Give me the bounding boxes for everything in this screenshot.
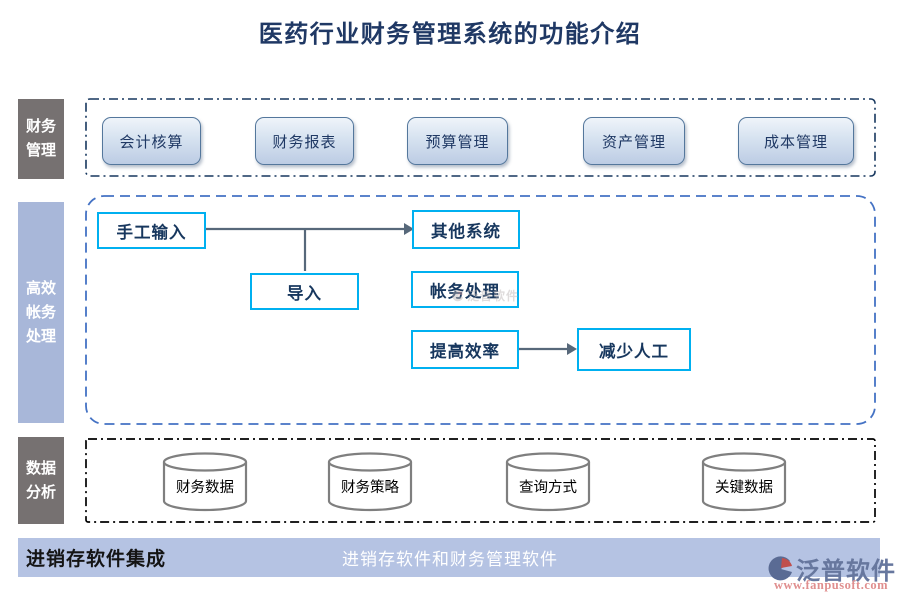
cylinder-shape	[327, 452, 413, 512]
database-cylinder-key-data: 关键数据	[701, 452, 787, 514]
flow-node-less-labor: 减少人工	[577, 328, 691, 371]
brand-name: 泛普软件	[796, 558, 896, 585]
section-label-processing: 高效帐务处理	[18, 202, 64, 423]
footer-bar	[18, 538, 880, 577]
feature-button-budget-management: 预算管理	[407, 117, 508, 165]
page-title: 医药行业财务管理系统的功能介绍	[258, 22, 642, 48]
database-cylinder-financial-strategy: 财务策略	[327, 452, 413, 514]
brand-logo-icon	[768, 555, 792, 580]
database-cylinder-query-methods: 查询方式	[505, 452, 591, 514]
flow-node-accounting: 帐务处理	[411, 271, 519, 308]
flow-node-manual-input: 手工输入	[97, 212, 206, 249]
footer-center-text: 进销存软件和财务管理软件	[342, 550, 558, 569]
flow-node-efficiency: 提高效率	[411, 330, 519, 369]
section-label-finance-text: 财务管理	[25, 118, 56, 159]
section-label-analysis: 数据分析	[18, 437, 64, 524]
brand-url[interactable]: www.fanpusoft.com	[773, 578, 889, 592]
cylinder-label: 关键数据	[715, 480, 773, 496]
cylinder-shape	[505, 452, 591, 512]
footer-left-title: 进销存软件集成	[26, 549, 167, 570]
feature-button-cost-management: 成本管理	[738, 117, 854, 165]
section-label-analysis-text: 数据分析	[25, 459, 56, 501]
section-label-finance: 财务管理	[18, 99, 64, 179]
flow-node-import: 导入	[250, 273, 359, 310]
watermark: 泛普软件	[452, 287, 519, 304]
cylinder-label: 财务数据	[176, 480, 234, 496]
watermark-logo-icon	[452, 289, 464, 301]
watermark-text: 泛普软件	[467, 289, 520, 303]
feature-button-financial-reports: 财务报表	[255, 117, 354, 165]
database-cylinder-financial-data: 财务数据	[162, 452, 248, 514]
cylinder-label: 财务策略	[341, 480, 399, 496]
flow-node-other-systems: 其他系统	[412, 210, 520, 249]
cylinder-shape	[701, 452, 787, 512]
cylinder-label: 查询方式	[519, 480, 577, 496]
section-label-processing-text: 高效帐务处理	[25, 279, 56, 345]
brand-logo: 泛普软件	[768, 551, 896, 586]
cylinder-shape	[162, 452, 248, 512]
feature-button-asset-management: 资产管理	[583, 117, 685, 165]
feature-button-accounting: 会计核算	[102, 117, 201, 165]
